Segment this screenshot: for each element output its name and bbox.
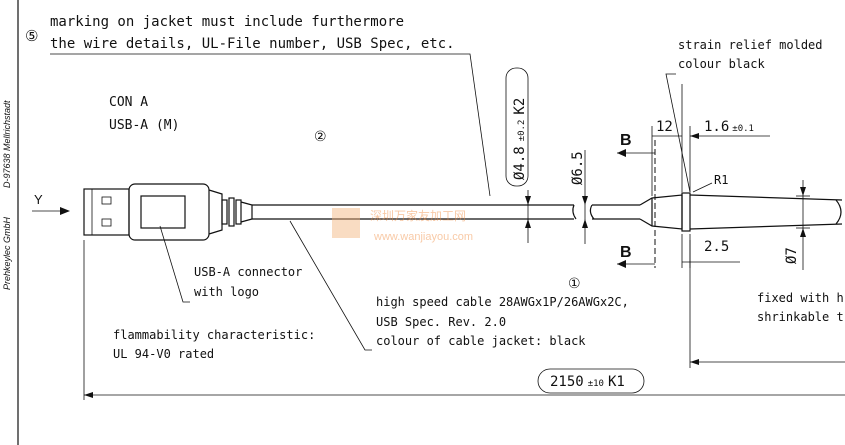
cable-note-line1: high speed cable 28AWGx1P/26AWGx2C, <box>376 295 629 309</box>
strain-relief-collar <box>681 192 691 232</box>
logo-area <box>140 195 186 229</box>
watermark: 深圳万家友加工网 www.wanjiayou.com <box>332 208 473 243</box>
view-y-arrowhead <box>60 207 70 215</box>
heatshrink-line1: fixed with h <box>757 291 844 305</box>
cable-note-line2: USB Spec. Rev. 2.0 <box>376 315 506 329</box>
cable-end-upper-edge <box>689 194 843 201</box>
note5-line2: the wire details, UL-File number, USB Sp… <box>50 36 455 52</box>
strain-relief-line2: colour black <box>678 57 765 71</box>
cable-leader <box>289 220 372 351</box>
dim-25-label: 2.5 <box>704 239 729 255</box>
note-marker-1: ① <box>568 275 581 291</box>
connector-note-line1: USB-A connector <box>194 265 302 279</box>
watermark-logo <box>332 208 360 238</box>
usb-overmold <box>128 183 210 241</box>
note5-leader <box>50 53 491 197</box>
flammability-line1: flammability characteristic: <box>113 328 315 342</box>
dia48-dim-label: Ø4.8±0.2K2 <box>512 98 528 180</box>
note-marker-2: ② <box>314 128 327 144</box>
cable-end-lower-edge <box>689 223 843 230</box>
length-dim-frame <box>537 368 645 394</box>
company-label: Prehkeylec GmbH <box>2 216 12 290</box>
dia65-dim-label: Ø6.5 <box>570 151 586 185</box>
dim-12-label: 12 <box>656 119 673 135</box>
strain-relief <box>639 194 683 230</box>
dia7-dim-label: Ø7 <box>784 247 800 264</box>
section-b-top-label: B <box>620 132 632 149</box>
connector-note-line2: with logo <box>194 285 259 299</box>
overmold-taper <box>208 189 223 235</box>
view-y-label: Y <box>34 192 43 207</box>
note5-line1: marking on jacket must include furthermo… <box>50 14 404 30</box>
usb-plug-shell <box>83 188 130 236</box>
location-label: D-97638 Mellrichstadt <box>2 100 12 188</box>
radius-r1-label: R1 <box>714 173 728 187</box>
cable-note-line3: colour of cable jacket: black <box>376 334 586 348</box>
heatshrink-line2: shrinkable t <box>757 310 844 324</box>
flammability-line2: UL 94-V0 rated <box>113 347 214 361</box>
usb-plug-window-bottom <box>101 218 112 227</box>
connector-type-line2: USB-A (M) <box>109 118 179 133</box>
dia48-dim-frame <box>505 67 529 187</box>
strain-relief-leader <box>665 73 691 193</box>
usb-plug-window-top <box>101 196 112 205</box>
watermark-cn: 深圳万家友加工网 <box>370 208 466 223</box>
connector-type-line1: CON A <box>109 95 148 110</box>
note-marker-5: ⑤ <box>25 28 38 45</box>
strain-relief-line1: strain relief molded <box>678 38 823 52</box>
section-b-bottom-label: B <box>620 244 632 261</box>
connector-leader <box>159 225 190 303</box>
watermark-url: www.wanjiayou.com <box>373 231 473 243</box>
dim-16-label: 1.6±0.1 <box>704 119 754 135</box>
